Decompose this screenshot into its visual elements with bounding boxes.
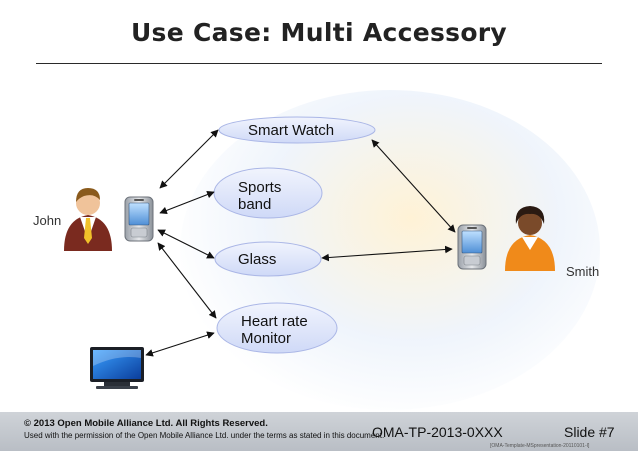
arrow-tv-heart	[145, 331, 215, 357]
page-title: Use Case: Multi Accessory	[130, 18, 508, 47]
smart-watch-bubble	[218, 116, 376, 144]
sports-band-label-line1: Sports	[238, 179, 282, 196]
person-smith-icon	[505, 206, 555, 271]
sports-band-label-line2: band	[238, 196, 272, 213]
arrow-phone-watch	[159, 129, 219, 189]
smart-watch-label: Smart Watch	[248, 122, 335, 139]
glass-label: Glass	[238, 251, 277, 268]
heart-rate-label-line1: Heart rate	[241, 313, 308, 330]
footer-copyright: © 2013 Open Mobile Alliance Ltd. All Rig…	[24, 418, 268, 429]
person-john-icon	[64, 188, 112, 251]
arrow-glass-smith-phone	[321, 245, 453, 262]
title-divider	[36, 63, 602, 64]
arrow-watch-smith-phone	[371, 139, 456, 233]
arrow-phone-band	[159, 190, 215, 215]
heart-rate-bubble	[216, 302, 338, 354]
tv-icon	[90, 347, 144, 389]
person-smith-label: Smith	[566, 264, 600, 279]
arrow-phone-heart	[157, 242, 217, 319]
footer-bar	[0, 412, 638, 451]
heart-rate-label-line2: Monitor	[241, 330, 292, 347]
footer-slide-number: Slide #7	[564, 424, 615, 440]
footer-template-id: [OMA-Template-MSpresentation-20110101-I]	[490, 443, 590, 449]
phone-icon	[457, 224, 487, 270]
footer-permission: Used with the permission of the Open Mob…	[24, 431, 385, 440]
footer-doc-id: OMA-TP-2013-0XXX	[372, 424, 503, 440]
person-john-label: John	[33, 213, 62, 228]
phone-icon	[124, 196, 154, 242]
